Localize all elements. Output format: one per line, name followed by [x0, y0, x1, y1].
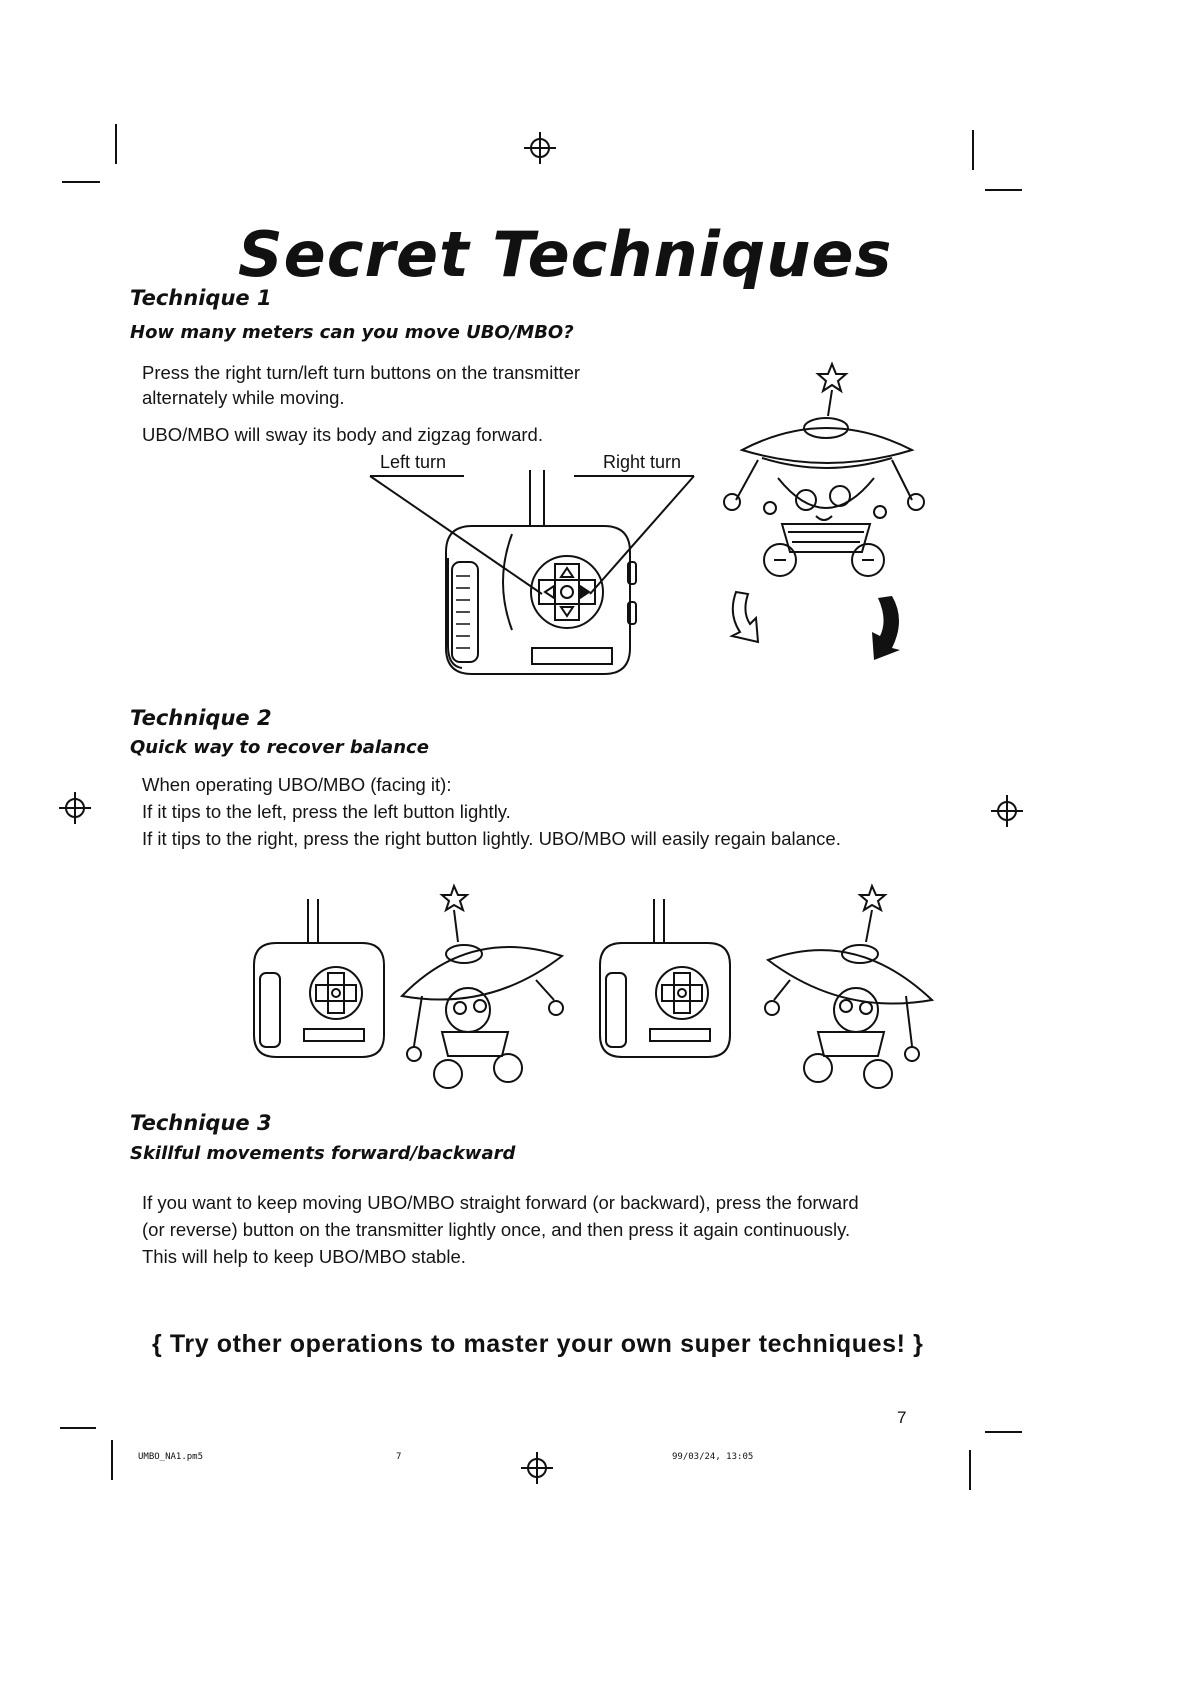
technique-3-subheading: Skillful movements forward/backward	[130, 1143, 516, 1164]
technique-3-line-3: This will help to keep UBO/MBO stable.	[142, 1246, 466, 1267]
page-number: 7	[897, 1408, 907, 1427]
technique-3-heading: Technique 3	[130, 1111, 272, 1135]
technique-2-heading: Technique 2	[130, 706, 272, 730]
technique-2-line-2: If it tips to the left, press the left b…	[142, 801, 511, 822]
crosshair-icon	[59, 132, 1023, 1484]
ubo-tilt-right-illustration	[764, 883, 935, 1089]
transmitter-right-illustration	[599, 899, 731, 1058]
left-turn-label: Left turn	[380, 452, 447, 472]
page-title: Secret Techniques	[238, 218, 893, 291]
rotate-right-arrow-icon	[872, 596, 900, 660]
technique-1-heading: Technique 1	[130, 286, 272, 310]
technique-1-line-1: Press the right turn/left turn buttons o…	[142, 362, 581, 383]
technique-2-line-3: If it tips to the right, press the right…	[142, 828, 841, 849]
ubo-tilt-left-illustration	[399, 883, 565, 1089]
footer-timestamp: 99/03/24, 13:05	[672, 1452, 754, 1462]
transmitter-diagram	[369, 470, 695, 675]
technique-3-line-1: If you want to keep moving UBO/MBO strai…	[142, 1192, 859, 1213]
tagline: { Try other operations to master your ow…	[152, 1330, 924, 1358]
transmitter-left-illustration	[253, 899, 385, 1058]
technique-2-line-1: When operating UBO/MBO (facing it):	[142, 774, 452, 795]
technique-1-line-2: alternately while moving.	[142, 387, 345, 408]
footer-file: UMBO_NA1.pm5	[138, 1452, 204, 1462]
technique-2-subheading: Quick way to recover balance	[130, 737, 429, 758]
technique-1-subheading: How many meters can you move UBO/MBO?	[130, 322, 574, 343]
footer-page: 7	[396, 1452, 402, 1462]
technique-1-line-3: UBO/MBO will sway its body and zigzag fo…	[142, 424, 543, 445]
rotate-left-arrow-icon	[729, 590, 760, 644]
technique-3-line-2: (or reverse) button on the transmitter l…	[142, 1219, 851, 1240]
right-turn-label: Right turn	[603, 452, 682, 472]
ubo-robot-illustration	[723, 361, 925, 660]
